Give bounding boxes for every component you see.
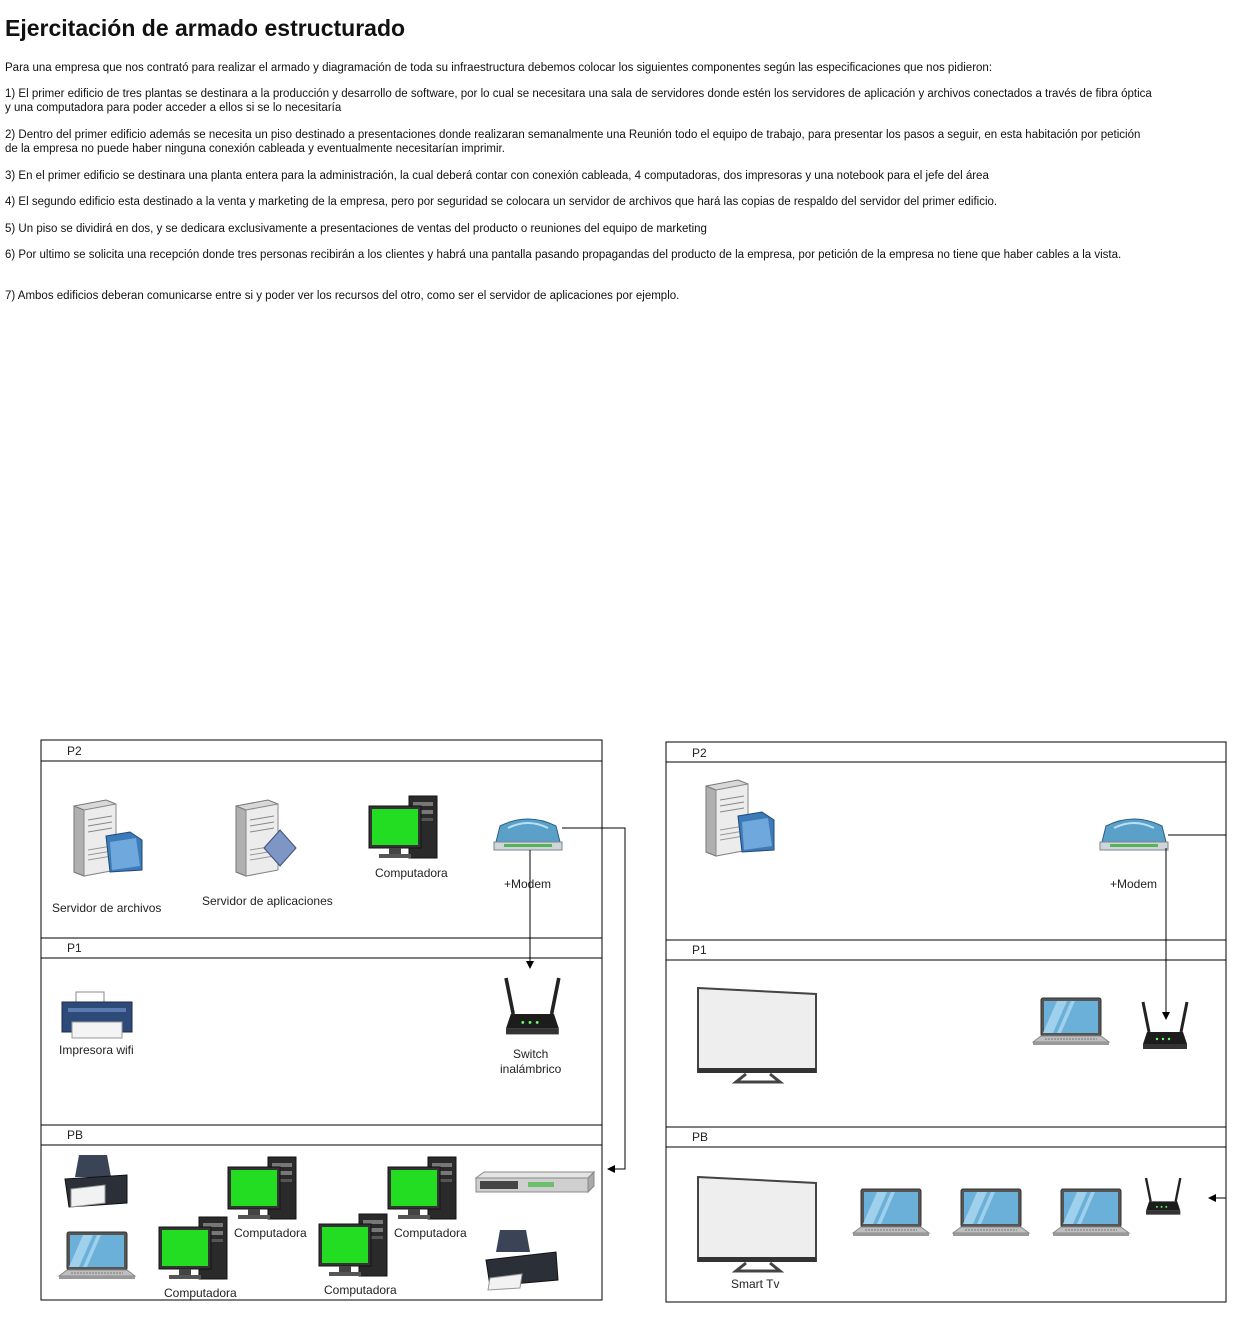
b2-floor-pb-label: PB [692, 1130, 708, 1144]
computer-label: Computadora [375, 866, 448, 880]
printer-icon [64, 1155, 128, 1208]
network-switch-icon [474, 1170, 596, 1194]
pc-4-icon [387, 1156, 457, 1220]
wireless-switch-label-1: Switch [513, 1047, 548, 1061]
wireless-switch-icon [504, 976, 561, 1037]
backup-file-server-icon [705, 779, 775, 857]
b2-pb-router-icon [1144, 1176, 1182, 1216]
pc-3-icon [318, 1213, 388, 1277]
b1-floor-p2-label: P2 [67, 744, 82, 758]
b2-pb-laptop-3-icon [1052, 1188, 1130, 1237]
b2-p1-router-icon [1141, 1000, 1189, 1051]
building-2: P2 P1 PB +Modem Smart Tv [665, 741, 1227, 1303]
file-server-label: Servidor de archivos [52, 901, 161, 915]
smart-tv-label: Smart Tv [731, 1277, 779, 1291]
laptop-icon [58, 1231, 136, 1280]
requirement-4: 4) El segundo edificio esta destinado a … [5, 196, 998, 208]
smart-tv-icon [696, 1175, 818, 1273]
modem-to-switch-connector [562, 827, 626, 1173]
b2-pb-laptop-1-icon [852, 1188, 930, 1237]
requirement-6: 6) Por ultimo se solicita una recepción … [5, 249, 1122, 261]
pc-1-label: Computadora [164, 1286, 237, 1300]
modem-icon [493, 818, 563, 851]
computer-icon [368, 795, 438, 859]
b2-p1-laptop-icon [1032, 997, 1110, 1046]
app-server-icon [235, 799, 297, 877]
b2-p1-tv-icon [696, 986, 818, 1084]
file-server-icon [73, 799, 143, 877]
pc-4-label: Computadora [394, 1226, 467, 1240]
wifi-printer-label: Impresora wifi [59, 1043, 134, 1057]
requirement-7: 7) Ambos edificios deberan comunicarse e… [5, 290, 680, 302]
pc-2-label: Computadora [234, 1226, 307, 1240]
b2-pb-laptop-2-icon [952, 1188, 1030, 1237]
requirement-2: 2) Dentro del primer edificio además se … [5, 129, 1141, 155]
wifi-printer-icon [61, 991, 133, 1039]
intro-text: Para una empresa que nos contrató para r… [5, 62, 993, 74]
printer-2-icon [485, 1230, 559, 1291]
app-server-label: Servidor de aplicaciones [202, 894, 333, 908]
b2-floor-p1-label: P1 [692, 943, 707, 957]
pc-2-icon [227, 1156, 297, 1220]
b1-floor-p1-label: P1 [67, 941, 82, 955]
requirement-1: 1) El primer edificio de tres plantas se… [5, 88, 1152, 114]
pc-3-label: Computadora [324, 1283, 397, 1297]
page-title: Ejercitación de armado estructurado [5, 15, 406, 41]
requirement-5: 5) Un piso se dividirá en dos, y se dedi… [5, 223, 707, 235]
pc-1-icon [158, 1216, 228, 1280]
b2-modem-label: +Modem [1110, 877, 1157, 891]
building-1-frame [40, 739, 603, 1301]
building-1: P2 P1 PB Servidor de archivos Servidor d… [40, 739, 626, 1301]
b2-modem-icon [1099, 818, 1169, 851]
b2-floor-p2-label: P2 [692, 746, 707, 760]
building-2-frame [665, 741, 1227, 1303]
requirement-3: 3) En el primer edificio se destinara un… [5, 170, 989, 182]
wireless-switch-label-2: inalámbrico [500, 1062, 562, 1076]
b1-floor-pb-label: PB [67, 1128, 83, 1142]
modem-label: +Modem [504, 877, 551, 891]
